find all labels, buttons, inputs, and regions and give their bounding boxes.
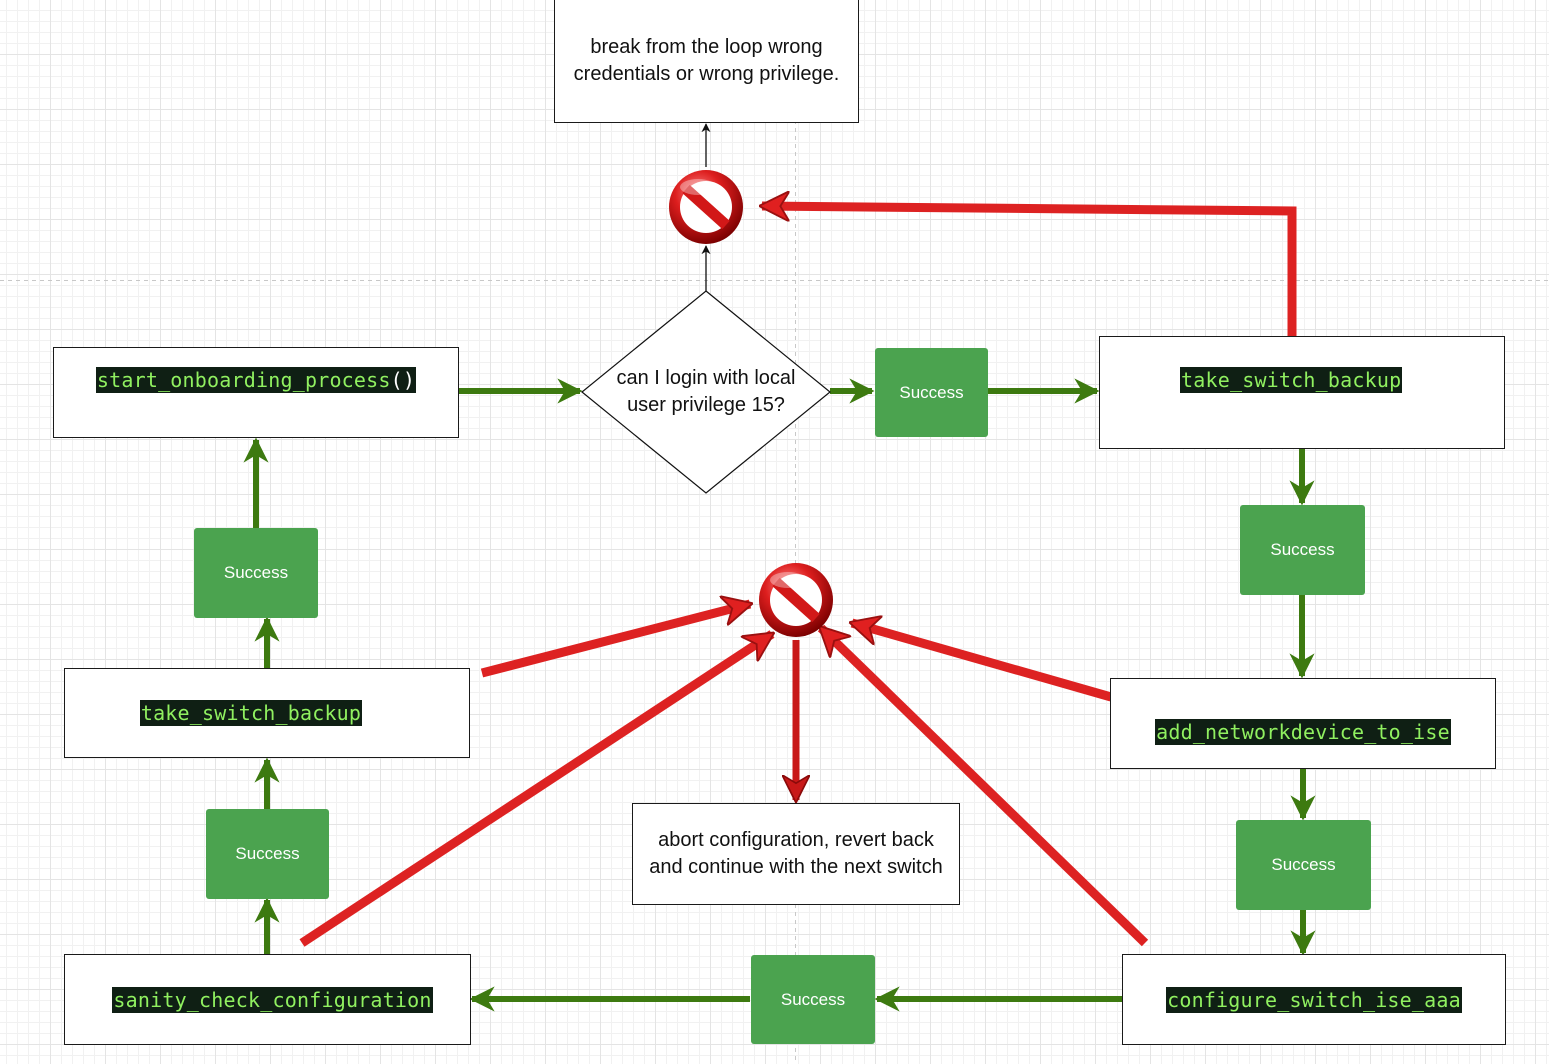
sanity-check-box[interactable]: sanity_check_configuration [64,954,471,1045]
add-networkdevice-label: add_networkdevice_to_ise [1155,719,1451,745]
success-badge[interactable]: Success [194,528,318,618]
take-switch-backup-box-left[interactable]: take_switch_backup [64,668,470,758]
start-onboarding-label: start_onboarding_process() [95,367,417,393]
abort-configuration-box[interactable]: abort configuration, revert back and con… [632,803,960,905]
sanity-check-label: sanity_check_configuration [112,986,433,1013]
arrow-add-device-fail [852,623,1113,702]
arrow-sanity-fail [299,630,772,947]
decision-text[interactable]: can I login with local user privilege 15… [616,367,796,416]
break-loop-text: break from the loop wrong credentials or… [573,35,840,85]
success-badge[interactable]: Success [206,809,329,899]
success-badge[interactable]: Success [1236,820,1371,910]
add-networkdevice-box[interactable]: add_networkdevice_to_ise [1110,678,1496,769]
arrow-backup-left-fail [480,604,750,678]
abort-configuration-text: abort configuration, revert back and con… [649,829,943,878]
no-entry-icon [669,170,743,244]
break-loop-box[interactable]: break from the loop wrong credentials or… [554,0,859,123]
take-switch-backup-label-right: take_switch_backup [1180,367,1403,393]
success-badge[interactable]: Success [751,955,875,1044]
arrow-configure-fail [821,628,1149,947]
success-badge[interactable]: Success [875,348,988,437]
start-onboarding-box[interactable]: start_onboarding_process() [53,347,459,438]
configure-switch-box[interactable]: configure_switch_ise_aaa [1122,954,1506,1045]
failure-arrows [299,206,1297,947]
success-badge[interactable]: Success [1240,505,1365,595]
success-arrows [243,378,1316,1012]
no-entry-icon [759,563,833,637]
take-switch-backup-box-right[interactable]: take_switch_backup [1099,336,1505,449]
configure-switch-label: configure_switch_ise_aaa [1166,986,1462,1013]
take-switch-backup-label-left: take_switch_backup [139,700,363,726]
arrow-backup-fail-to-stop [762,206,1297,337]
